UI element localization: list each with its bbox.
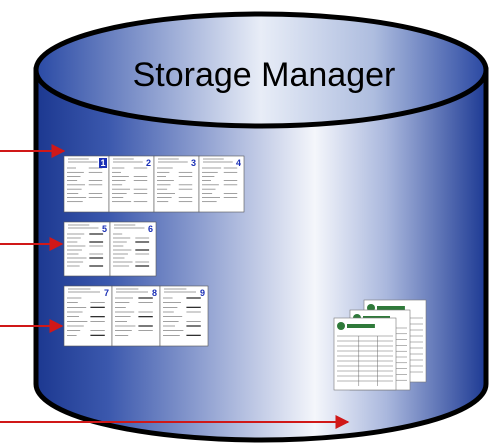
page-number-label: 4 — [236, 158, 241, 168]
page-number-label: 3 — [191, 158, 196, 168]
page-number-label: 8 — [152, 288, 157, 298]
form-document — [333, 317, 397, 391]
arrows-group — [0, 144, 350, 429]
document-page: 6 — [109, 221, 157, 277]
document-page-rows: 1 2 3 4 5 6 7 8 9 — [63, 155, 245, 347]
document-page: 1 — [63, 155, 110, 213]
document-page: 3 — [153, 155, 200, 213]
document-page: 5 — [63, 221, 111, 277]
page-number-label: 2 — [146, 158, 151, 168]
page-number-label: 1 — [100, 158, 105, 168]
cylinder-top — [33, 11, 489, 129]
page-number-label: 9 — [200, 288, 205, 298]
page-number-label: 5 — [102, 224, 107, 234]
document-page: 9 — [159, 285, 209, 347]
document-page: 2 — [108, 155, 155, 213]
document-page: 8 — [111, 285, 161, 347]
document-page: 7 — [63, 285, 113, 347]
form-documents-stack — [333, 299, 427, 391]
page-number-label: 7 — [104, 288, 109, 298]
document-page: 4 — [198, 155, 245, 213]
page-number-label: 6 — [148, 224, 153, 234]
storage-manager-title: Storage Manager — [133, 56, 396, 94]
